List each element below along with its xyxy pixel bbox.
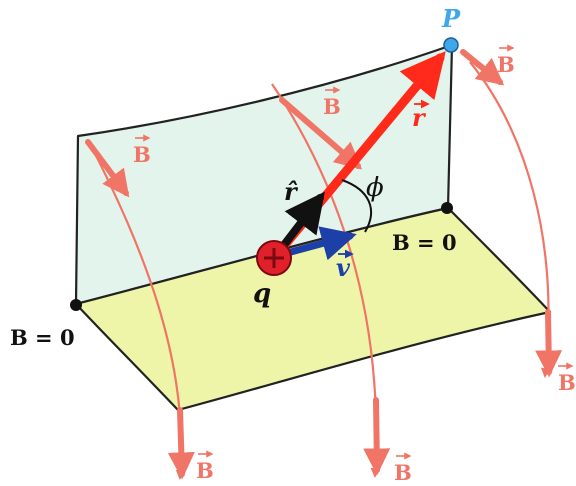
- svg-text:B: B: [394, 460, 412, 485]
- b-zero-label-left: B = 0: [10, 325, 75, 350]
- b-label-1: B: [133, 134, 151, 167]
- charge-q-symbol: [256, 240, 292, 276]
- velocity-label: v: [336, 249, 354, 282]
- field-tangent-arrow-2: [279, 97, 363, 170]
- corner-dot-right: [441, 202, 453, 214]
- point-p-label: P: [441, 4, 461, 33]
- field-down-arrow-1: [167, 407, 195, 480]
- svg-text:B: B: [497, 52, 515, 77]
- field-down-arrow-3: [535, 309, 563, 378]
- field-down-arrow-2: [363, 397, 391, 476]
- b-zero-label-right: B = 0: [392, 230, 457, 255]
- charge-q-label: q: [253, 279, 271, 309]
- field-line-3: [469, 61, 551, 378]
- b-label-6: B: [558, 362, 576, 395]
- b-label-2: B: [323, 86, 341, 119]
- b-label-4: B: [196, 450, 214, 483]
- svg-text:r: r: [412, 103, 427, 132]
- svg-text:B: B: [323, 94, 341, 119]
- point-p-dot: [443, 37, 459, 53]
- field-tangent-arrow-1: [85, 139, 130, 198]
- r-hat-label: r̂: [284, 177, 299, 206]
- svg-text:B: B: [196, 458, 214, 483]
- phi-label: ϕ: [366, 173, 384, 203]
- corner-dot-left: [70, 299, 82, 311]
- svg-text:B: B: [133, 142, 151, 167]
- svg-text:B: B: [558, 370, 576, 395]
- svg-text:v: v: [336, 253, 351, 282]
- r-vector-label: r: [412, 99, 430, 132]
- b-label-5: B: [394, 452, 412, 485]
- phi-angle-arc: [341, 179, 373, 233]
- b-label-3: B: [497, 44, 515, 77]
- field-tangent-arrow-3: [460, 49, 505, 86]
